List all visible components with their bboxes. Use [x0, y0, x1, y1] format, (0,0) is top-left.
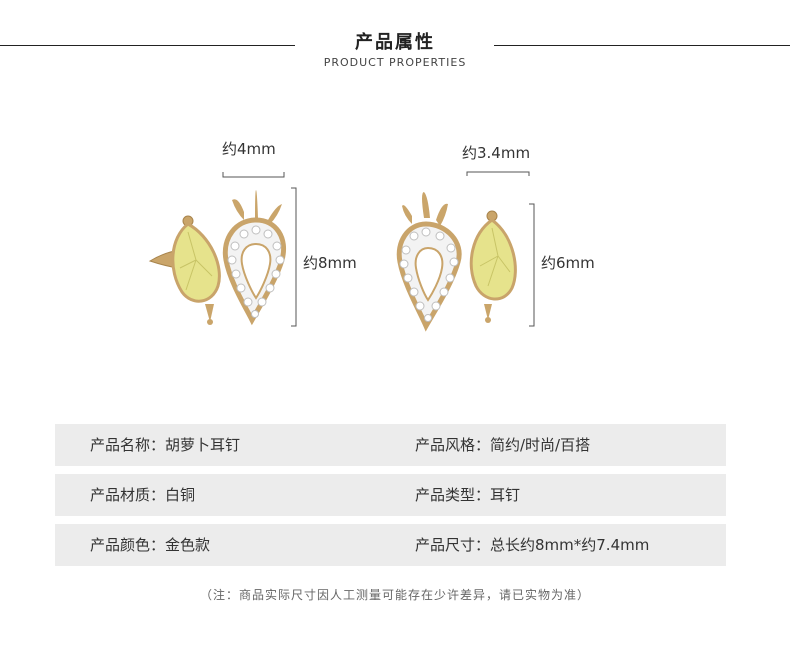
section-subtitle: PRODUCT PROPERTIES	[323, 56, 467, 69]
property-row: 产品颜色：金色款 产品尺寸：总长约8mm*约7.4mm	[55, 524, 726, 566]
header-divider-left	[0, 45, 295, 46]
property-row: 产品材质：白铜 产品类型：耳钉	[55, 474, 726, 516]
left-earring-carrot	[222, 190, 286, 326]
right-width-dimension-line	[466, 171, 530, 176]
right-height-dimension-line	[529, 203, 535, 327]
right-width-label: 约3.4mm	[462, 144, 531, 162]
left-height-label: 约8mm	[303, 254, 357, 272]
property-name: 产品名称：胡萝卜耳钉	[90, 436, 241, 454]
left-width-dimension-line	[222, 172, 285, 178]
right-earring-carrot	[396, 192, 462, 332]
left-earring-stone-drop	[148, 215, 221, 325]
left-width-label: 约4mm	[222, 140, 276, 158]
header-divider-right	[494, 45, 790, 46]
property-color: 产品颜色：金色款	[90, 536, 211, 554]
property-style: 产品风格：简约/时尚/百搭	[415, 436, 591, 454]
property-type: 产品类型：耳钉	[415, 486, 521, 504]
section-title: 产品属性	[355, 32, 435, 53]
product-figure: 约4mm 约8mm 约3.4mm 约6mm	[0, 120, 790, 360]
left-height-dimension-line	[291, 187, 297, 327]
right-height-label: 约6mm	[541, 254, 595, 272]
right-earring-stone-drop	[469, 210, 517, 323]
property-size: 产品尺寸：总长约8mm*约7.4mm	[415, 536, 650, 554]
property-row: 产品名称：胡萝卜耳钉 产品风格：简约/时尚/百搭	[55, 424, 726, 466]
property-material: 产品材质：白铜	[90, 486, 196, 504]
earring-illustration	[148, 171, 535, 332]
measurement-note: （注：商品实际尺寸因人工测量可能存在少许差异，请已实物为准）	[199, 588, 590, 602]
